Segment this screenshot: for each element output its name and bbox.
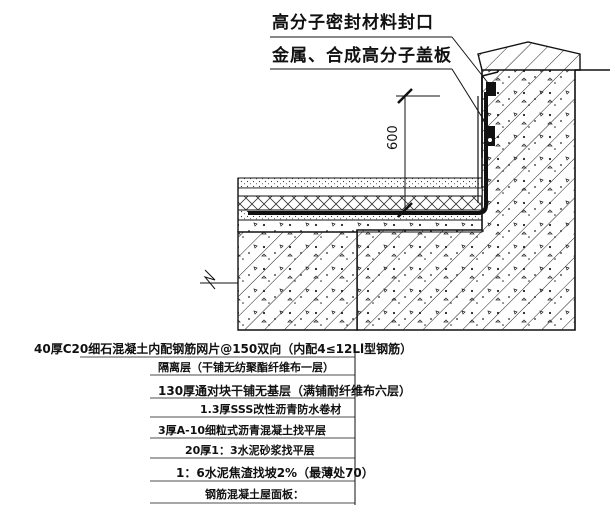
layer-label-7: 1：6水泥焦渣找坡2%（最薄处70） bbox=[176, 466, 374, 480]
dimension-label: 600 bbox=[386, 125, 401, 150]
callout-leaders bbox=[270, 36, 493, 131]
layer-label-4: 1.3厚SSS改性沥青防水卷材 bbox=[200, 403, 342, 416]
parapet-wall bbox=[356, 61, 576, 331]
layer-label-2: 隔离层（干铺无纺聚酯纤维布一层） bbox=[158, 361, 334, 374]
layer-leaders bbox=[80, 345, 356, 505]
layer-label-8: 钢筋混凝土屋面板： bbox=[205, 488, 304, 501]
roof-slab bbox=[200, 231, 358, 331]
layer-label-1: 40厚C20细石混凝土内配钢筋网片@150双向（内配4≤12Ll型钢筋） bbox=[34, 342, 413, 356]
dimension-600 bbox=[396, 88, 440, 218]
layer-label-6: 20厚1：3水泥砂浆找平层 bbox=[185, 444, 315, 457]
waterproof-membrane bbox=[248, 92, 488, 215]
layer-label-3: 130厚通对块干铺无基层（满铺耐纤维布六层） bbox=[158, 384, 412, 398]
parapet-coping bbox=[477, 41, 610, 71]
callout-sealant-label: 高分子密封材料封口 bbox=[272, 13, 434, 33]
callout-cover-label: 金属、合成高分子盖板 bbox=[272, 46, 452, 66]
layer-label-5: 3厚A-10细粒式沥青混凝土找平层 bbox=[158, 424, 327, 437]
roof-layers bbox=[237, 177, 483, 233]
